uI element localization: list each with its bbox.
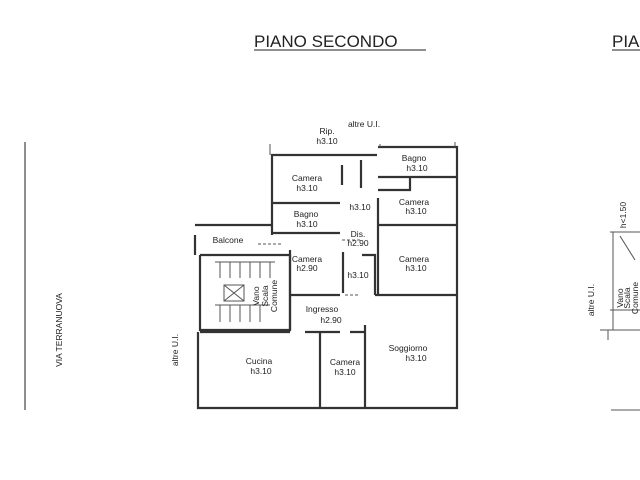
room-height: h3.10: [316, 136, 338, 146]
stair: [215, 261, 275, 322]
room-height: h3.10: [405, 206, 427, 216]
room-name: Bagno: [402, 153, 427, 163]
outer-walls: [193, 142, 459, 410]
room-name: Camera: [292, 173, 323, 183]
room-height: h3.10: [250, 366, 272, 376]
stair-label-2: Scala: [260, 285, 270, 307]
room-name: Camera: [330, 357, 361, 367]
room-name: Rip.: [319, 126, 334, 136]
room-height: h3.10: [334, 367, 356, 377]
room-labels: Rip. h3.10 Camera h3.10 Bagno h3.10 Bagn…: [213, 126, 430, 377]
room-name: Bagno: [294, 209, 319, 219]
plan-title-partial: PIA: [612, 32, 640, 51]
room-name: Ingresso: [306, 304, 339, 314]
room-name: Camera: [399, 197, 430, 207]
room-name: Balcone: [213, 235, 244, 245]
room-height: h3.10: [405, 353, 427, 363]
room-height: h3.10: [406, 163, 428, 173]
right-plan-height: h<1.50: [618, 202, 628, 229]
room-height: h3.10: [296, 219, 318, 229]
right-stair-label-2: Scala: [622, 287, 632, 309]
room-name: Dis.: [351, 229, 366, 239]
stair-label-3: Comune: [269, 280, 279, 312]
room-height: h3.10: [347, 270, 369, 280]
room-height: h3.10: [405, 263, 427, 273]
stair-label-1: Vano: [251, 286, 261, 305]
street-label: VIA TERRANUOVA: [54, 293, 64, 367]
room-height: h2.90: [347, 238, 369, 248]
room-height: h3.10: [349, 202, 371, 212]
room-name: Camera: [292, 254, 323, 264]
right-plan: altre U.I. h<1.50 Vano Scala Comune: [586, 202, 640, 411]
room-name: Cucina: [246, 356, 273, 366]
right-stair-label-1: Vano: [615, 288, 625, 307]
neighbor-left-label: altre U.I.: [170, 334, 180, 366]
room-name: Soggiorno: [389, 343, 428, 353]
plan-title: PIANO SECONDO: [254, 32, 398, 51]
room-height: h2.90: [296, 263, 318, 273]
room-height: h2.90: [320, 315, 342, 325]
interior-walls: [200, 160, 457, 408]
room-name: Camera: [399, 254, 430, 264]
neighbor-right-label: altre U.I.: [586, 284, 596, 316]
room-height: h3.10: [296, 183, 318, 193]
neighbor-top-label: altre U.I.: [348, 119, 380, 129]
right-stair-label-3: Comune: [630, 282, 640, 314]
